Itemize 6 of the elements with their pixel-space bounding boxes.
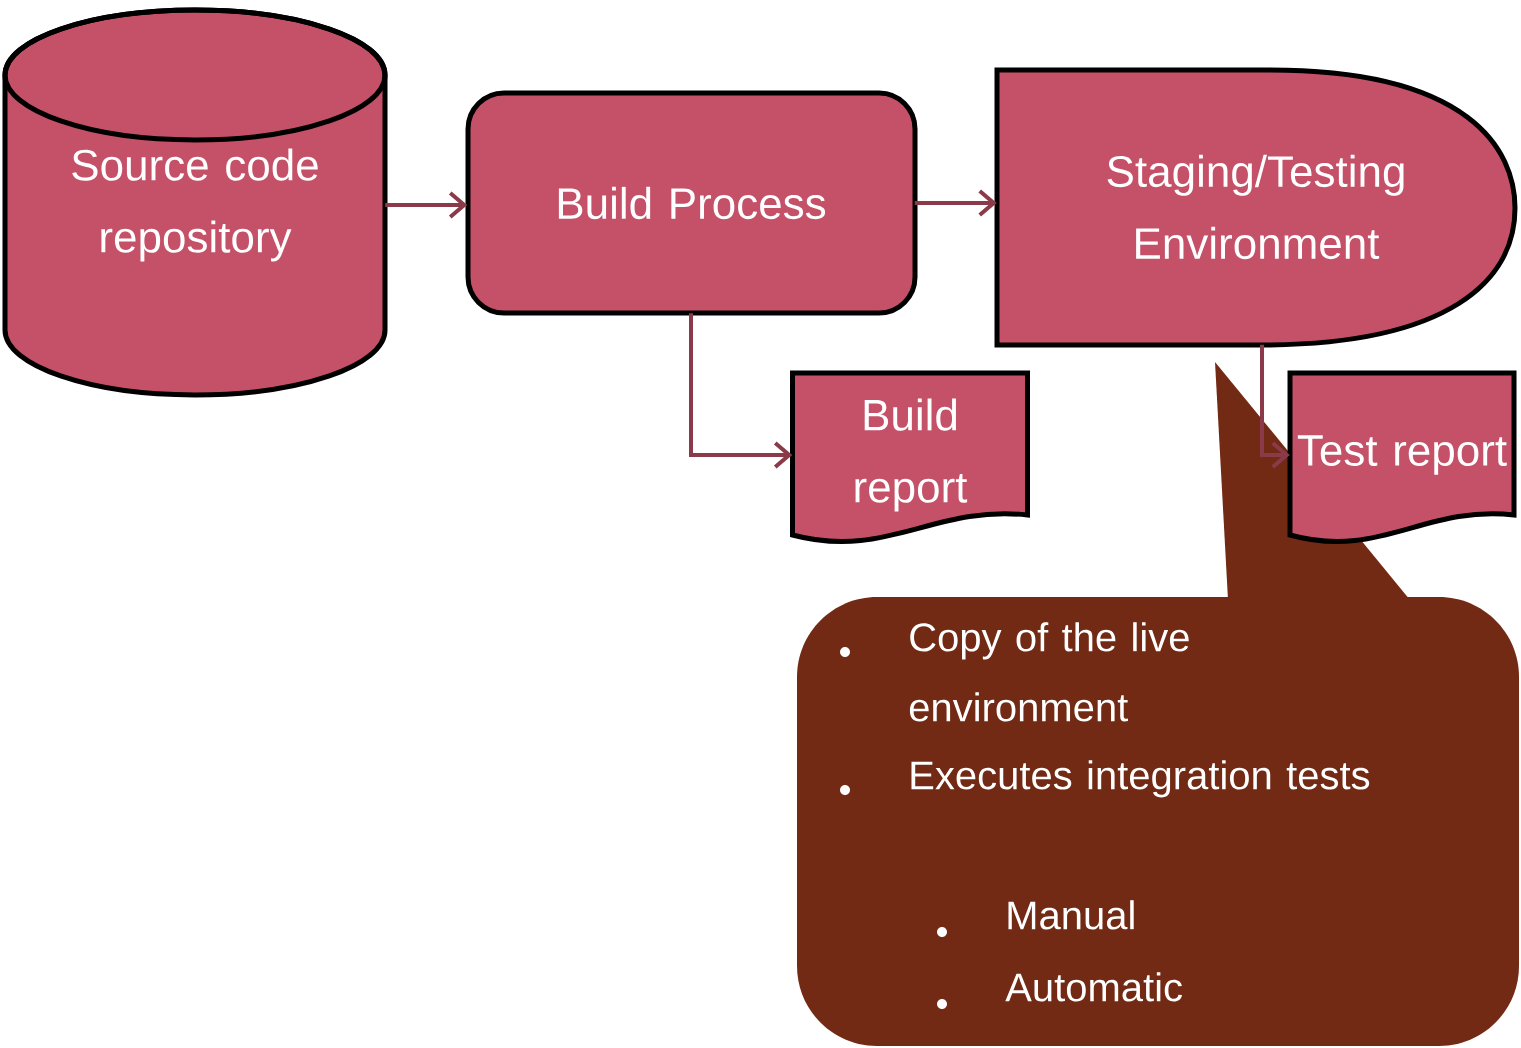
arrow [689, 313, 793, 469]
database-cylinder: Source code repository [2, 7, 388, 398]
arrow [914, 189, 997, 217]
process-box: Build Process [465, 90, 918, 316]
arrow [385, 191, 468, 219]
arrow [1260, 344, 1290, 469]
